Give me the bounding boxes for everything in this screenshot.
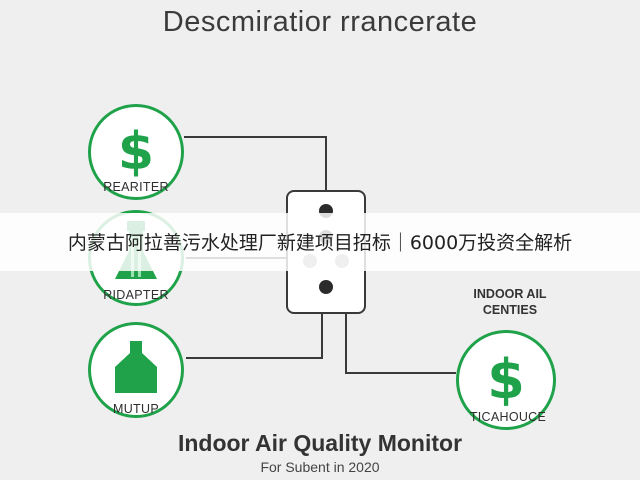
node-bottom-left-label: MUTUP bbox=[113, 402, 159, 416]
node-right-label: TICAHOUCE bbox=[469, 410, 547, 424]
wire-bottom-left bbox=[186, 314, 323, 359]
node-mid-left-label: RIDAPTER bbox=[103, 288, 169, 302]
wire-right bbox=[345, 314, 456, 374]
side-label: INDOOR AIL CENTIES bbox=[430, 286, 590, 318]
node-right: $ bbox=[456, 330, 556, 430]
node-top-left-label: REARITER bbox=[103, 180, 169, 194]
dollar-icon: $ bbox=[487, 348, 525, 411]
device-port-bottom bbox=[319, 280, 333, 294]
node-bottom-left bbox=[88, 322, 184, 418]
footer-title: Indoor Air Quality Monitor bbox=[177, 430, 463, 456]
wire-top-left bbox=[184, 136, 327, 190]
dollar-icon: $ bbox=[117, 122, 155, 182]
diagram-title: Descmiratior rrancerate bbox=[162, 6, 478, 38]
footer-subtitle: For Subent in 2020 bbox=[260, 459, 380, 475]
headline-banner-text: 内蒙古阿拉善污水处理厂新建项目招标｜6000万投资全解析 bbox=[67, 232, 573, 254]
side-label-line2: CENTIES bbox=[482, 303, 538, 317]
headline-banner bbox=[0, 213, 640, 271]
bottle-icon bbox=[115, 341, 157, 393]
node-top-left: $ bbox=[88, 104, 184, 200]
side-label-line1: INDOOR AIL bbox=[473, 287, 547, 301]
